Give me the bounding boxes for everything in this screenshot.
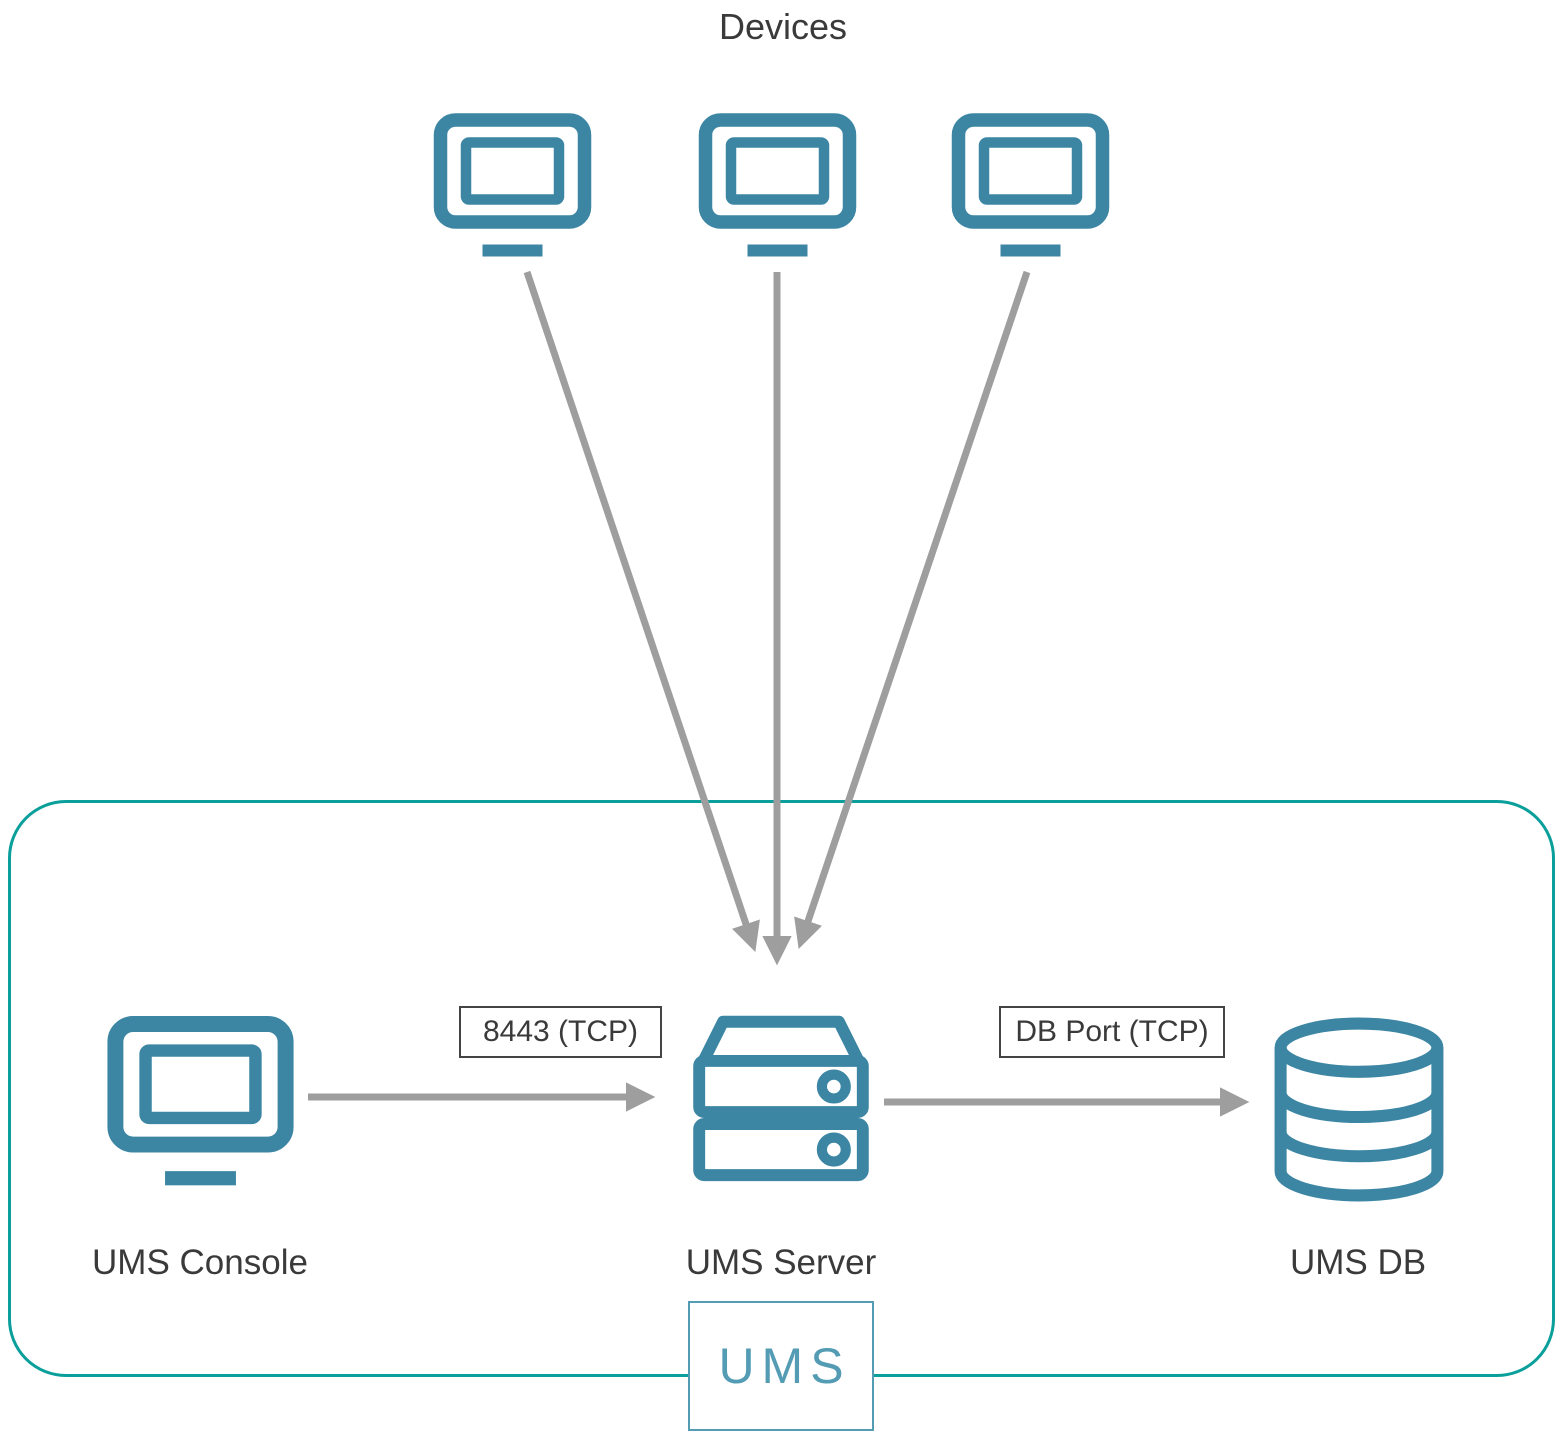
ums-db-label: UMS DB xyxy=(1289,1243,1427,1282)
ums-logo-text: UMS xyxy=(718,1338,851,1394)
device-node-2 xyxy=(695,110,860,262)
ums-server-label: UMS Server xyxy=(685,1243,877,1282)
devices-group-title: Devices xyxy=(718,6,848,47)
monitor-icon xyxy=(698,113,857,257)
ums-db-node xyxy=(1268,1013,1450,1209)
edge-label-8443-tcp: 8443 (TCP) xyxy=(459,1006,662,1058)
monitor-icon xyxy=(107,1016,294,1186)
monitor-icon xyxy=(951,113,1110,257)
ums-console-label: UMS Console xyxy=(92,1243,308,1282)
ums-console-node xyxy=(103,1012,298,1192)
ums-server-node xyxy=(687,1003,875,1199)
database-cylinder-icon xyxy=(1274,1017,1444,1202)
device-node-1 xyxy=(430,110,595,262)
ums-logo-box: UMS xyxy=(688,1301,874,1431)
monitor-icon xyxy=(433,113,592,257)
edge-label-db-port-tcp: DB Port (TCP) xyxy=(999,1006,1225,1058)
server-stack-icon xyxy=(693,1015,869,1182)
device-node-3 xyxy=(948,110,1113,262)
